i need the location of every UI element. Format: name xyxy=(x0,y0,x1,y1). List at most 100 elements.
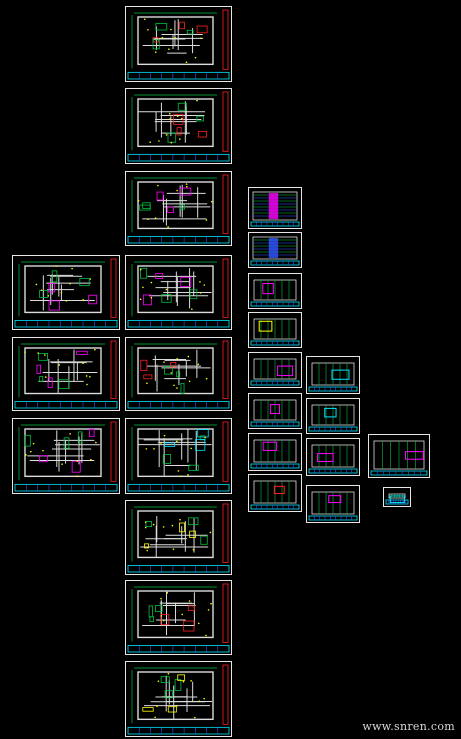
elevation-feature xyxy=(317,453,334,462)
annotation-dot xyxy=(71,267,73,270)
annotation-dot xyxy=(181,117,183,120)
furniture-block xyxy=(183,620,195,632)
title-block xyxy=(370,470,428,476)
furniture-block xyxy=(173,113,184,125)
annotation-dot xyxy=(166,592,169,594)
outer-wall xyxy=(137,428,214,478)
cad-sheet-plan-10[interactable] xyxy=(125,500,232,575)
annotation-dot xyxy=(32,442,35,445)
sheet-drawing xyxy=(127,421,230,492)
annotation-dot xyxy=(150,296,153,299)
annotation-dot xyxy=(162,526,165,528)
furniture-block xyxy=(155,23,168,31)
cad-sheet-detail-1[interactable] xyxy=(248,187,302,229)
annotation-dot xyxy=(185,183,188,185)
title-block xyxy=(250,504,300,510)
cad-sheet-plan-11[interactable] xyxy=(125,580,232,655)
cad-sheet-detail-4[interactable] xyxy=(248,312,302,348)
annotation-dot xyxy=(176,387,178,389)
cad-sheet-plan-7[interactable] xyxy=(125,337,232,411)
cad-sheet-plan-6[interactable] xyxy=(12,337,120,411)
annotation-dot xyxy=(194,56,197,59)
cad-sheet-detail-5[interactable] xyxy=(248,352,302,388)
title-block xyxy=(250,221,300,227)
annotation-dot xyxy=(86,383,88,386)
title-block xyxy=(127,726,230,735)
furniture-block xyxy=(195,438,206,451)
furniture-block xyxy=(77,431,83,444)
cad-sheet-detail-11[interactable] xyxy=(368,434,430,478)
annotation-dot xyxy=(89,375,91,378)
legend-strip xyxy=(110,421,117,482)
title-block xyxy=(308,468,358,474)
annotation-dot xyxy=(179,138,181,140)
furniture-block xyxy=(186,29,194,35)
title-block xyxy=(250,301,300,307)
outer-wall xyxy=(24,428,102,478)
cad-sheet-detail-3[interactable] xyxy=(248,273,302,309)
annotation-dot xyxy=(175,705,178,707)
schedule-highlight-column xyxy=(268,193,279,219)
annotation-dot xyxy=(139,268,142,271)
elevation-feature xyxy=(277,365,293,377)
cad-sheet-detail-14[interactable] xyxy=(383,487,411,507)
annotation-dot xyxy=(190,447,192,450)
title-block xyxy=(127,153,230,162)
cad-sheet-detail-7[interactable] xyxy=(248,393,302,429)
annotation-dot xyxy=(157,680,160,682)
furniture-block xyxy=(200,535,208,545)
annotation-dot xyxy=(85,375,88,377)
annotation-dot xyxy=(35,283,38,286)
furniture-block xyxy=(156,191,164,201)
cad-sheet-detail-2[interactable] xyxy=(248,232,302,268)
furniture-block xyxy=(47,377,53,388)
cad-sheet-detail-8[interactable] xyxy=(306,398,360,434)
annotation-dot xyxy=(207,609,210,611)
annotation-dot xyxy=(24,351,26,354)
annotation-dot xyxy=(176,440,178,443)
sheet-drawing xyxy=(127,583,230,653)
elevation-feature xyxy=(389,495,405,504)
legend-strip xyxy=(222,340,229,399)
sheet-drawing xyxy=(127,503,230,573)
annotation-dot xyxy=(44,376,47,378)
annotation-dot xyxy=(177,470,180,472)
title-block xyxy=(127,483,230,492)
annotation-dot xyxy=(144,526,147,529)
cad-sheet-detail-13[interactable] xyxy=(306,485,360,523)
annotation-dot xyxy=(160,597,162,600)
cad-sheet-plan-9[interactable] xyxy=(125,418,232,494)
cad-sheet-plan-2[interactable] xyxy=(125,88,232,164)
annotation-dot xyxy=(170,141,173,144)
annotation-dot xyxy=(171,524,174,527)
cad-sheet-detail-6[interactable] xyxy=(306,356,360,394)
annotation-dot xyxy=(154,51,157,53)
annotation-dot xyxy=(60,291,63,294)
furniture-block xyxy=(144,543,150,549)
sheet-drawing xyxy=(14,340,118,409)
annotation-dot xyxy=(156,705,158,708)
annotation-dot xyxy=(203,697,205,700)
outer-wall xyxy=(137,16,214,66)
cad-sheet-detail-10[interactable] xyxy=(306,438,360,476)
cad-sheet-plan-3[interactable] xyxy=(125,171,232,246)
cad-sheet-detail-12[interactable] xyxy=(248,474,302,512)
annotation-dot xyxy=(44,354,46,356)
furniture-block xyxy=(140,359,148,371)
cad-sheet-detail-9[interactable] xyxy=(248,433,302,471)
annotation-dot xyxy=(176,115,179,117)
cad-sheet-plan-4[interactable] xyxy=(12,255,120,330)
annotation-dot xyxy=(198,700,201,702)
annotation-dot xyxy=(179,518,181,521)
cad-sheet-plan-8[interactable] xyxy=(12,418,120,494)
title-block xyxy=(308,515,358,521)
outer-wall xyxy=(137,671,214,721)
cad-sheet-plan-12[interactable] xyxy=(125,661,232,737)
annotation-dot xyxy=(47,295,50,297)
furniture-block xyxy=(164,442,176,447)
sheet-drawing xyxy=(250,358,300,386)
cad-sheet-plan-1[interactable] xyxy=(125,6,232,82)
title-block xyxy=(250,380,300,386)
cad-sheet-plan-5[interactable] xyxy=(125,255,232,330)
annotation-dot xyxy=(168,48,170,51)
